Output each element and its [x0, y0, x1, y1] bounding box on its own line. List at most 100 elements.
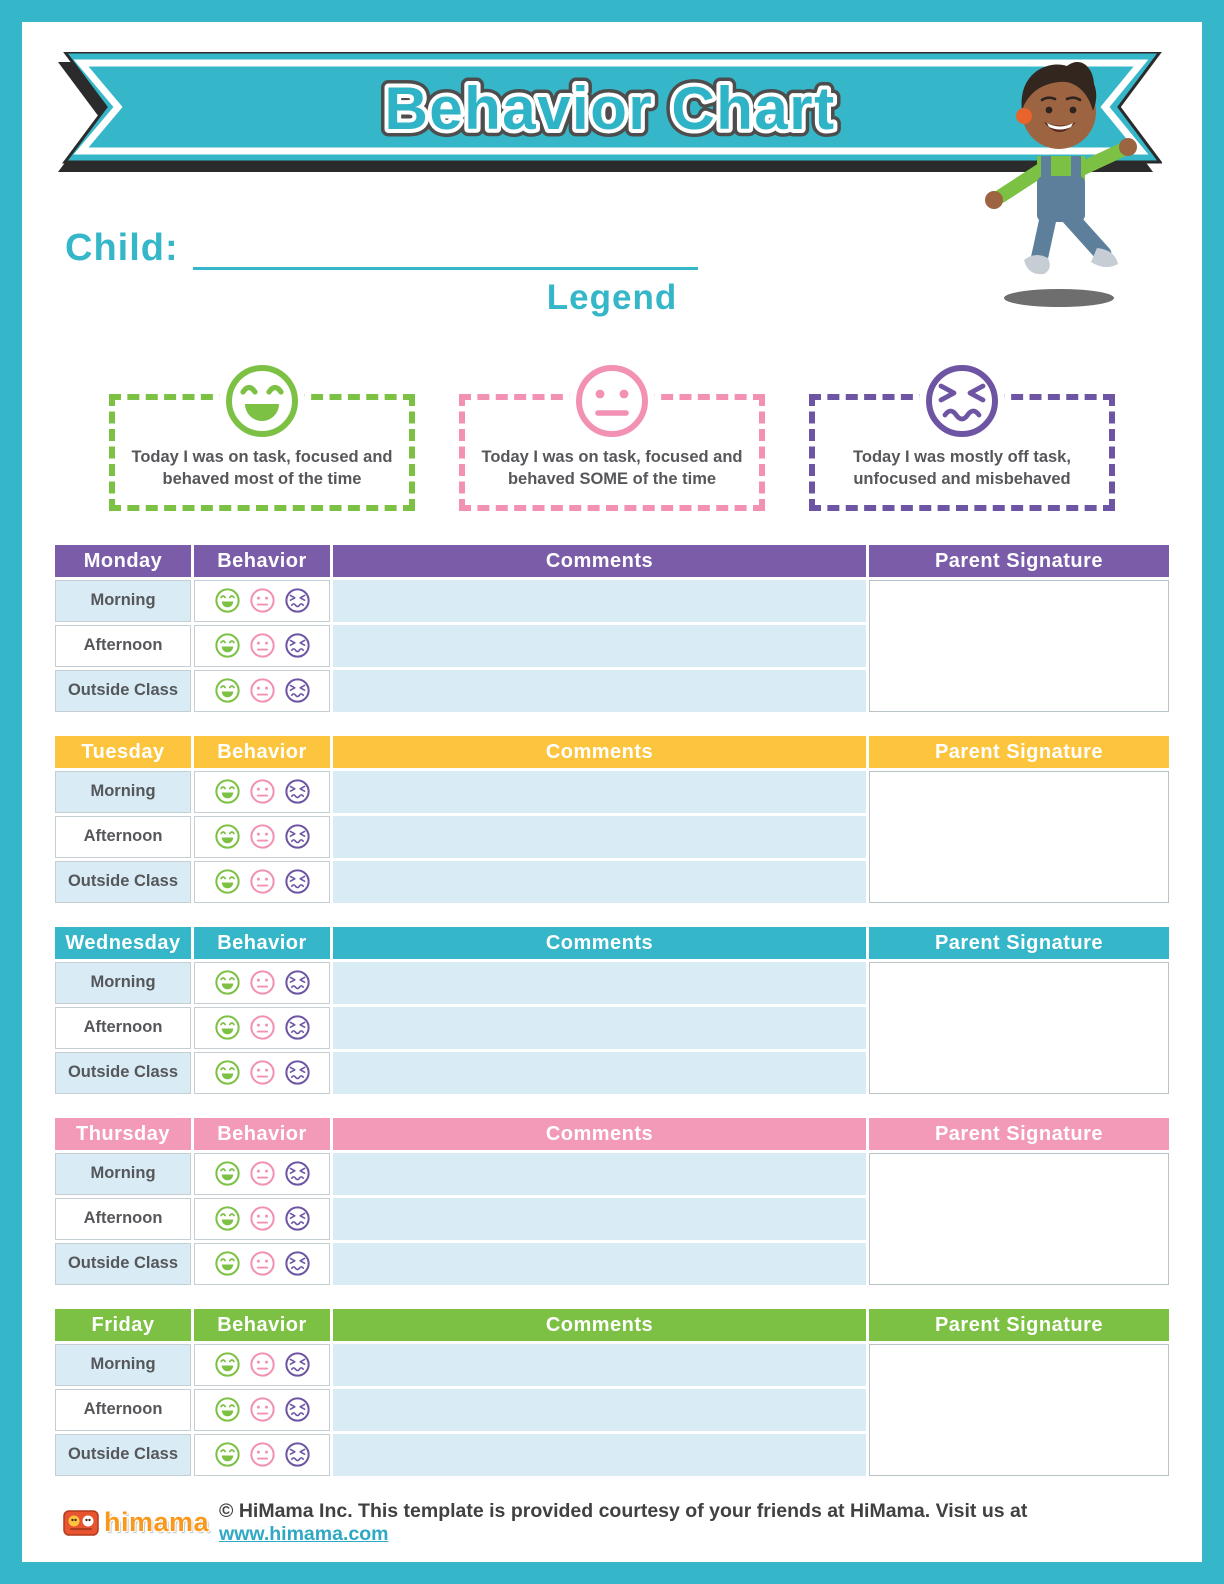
happy-face-icon[interactable] — [214, 778, 241, 805]
behavior-cell — [194, 1152, 330, 1195]
comments-cell[interactable] — [333, 1006, 866, 1049]
neutral-face-icon[interactable] — [249, 587, 276, 614]
comments-cell[interactable] — [333, 624, 866, 667]
neutral-face-icon[interactable] — [249, 823, 276, 850]
happy-face-icon[interactable] — [214, 1205, 241, 1232]
neutral-face-icon[interactable] — [249, 1441, 276, 1468]
upset-face-icon[interactable] — [284, 1160, 311, 1187]
happy-face-icon[interactable] — [214, 632, 241, 659]
comments-cell[interactable] — [333, 815, 866, 858]
behavior-column-header: Behavior — [194, 544, 330, 577]
row-label: Outside Class — [55, 1051, 191, 1094]
happy-face-icon[interactable] — [214, 587, 241, 614]
upset-face-icon[interactable] — [284, 632, 311, 659]
himama-logo-icon — [63, 1509, 99, 1536]
comments-cell[interactable] — [333, 961, 866, 1004]
comments-column-header: Comments — [333, 1308, 866, 1341]
behavior-cell — [194, 1197, 330, 1240]
neutral-face-icon[interactable] — [249, 1250, 276, 1277]
upset-face-icon[interactable] — [284, 1396, 311, 1423]
day-name-header: Friday — [55, 1308, 191, 1341]
upset-face-icon[interactable] — [284, 1205, 311, 1232]
comments-cell[interactable] — [333, 1388, 866, 1431]
parent-signature-cell[interactable] — [869, 961, 1169, 1094]
behavior-cell — [194, 961, 330, 1004]
ribbon-banner: Behavior Chart Behavior Chart Behavior C… — [58, 52, 1162, 172]
upset-face-icon[interactable] — [284, 823, 311, 850]
row-label: Afternoon — [55, 1006, 191, 1049]
comments-cell[interactable] — [333, 860, 866, 903]
upset-face-icon[interactable] — [284, 1014, 311, 1041]
parent-signature-cell[interactable] — [869, 770, 1169, 903]
neutral-face-icon[interactable] — [249, 1160, 276, 1187]
behavior-cell — [194, 624, 330, 667]
neutral-face-icon[interactable] — [249, 1014, 276, 1041]
himama-logo: himama — [63, 1507, 209, 1539]
behavior-cell — [194, 579, 330, 622]
happy-face-icon[interactable] — [214, 1351, 241, 1378]
happy-face-icon[interactable] — [214, 677, 241, 704]
row-label: Morning — [55, 961, 191, 1004]
upset-face-icon[interactable] — [284, 868, 311, 895]
child-name-line[interactable] — [192, 236, 698, 270]
neutral-face-icon[interactable] — [249, 1205, 276, 1232]
footer-text: © HiMama Inc. This template is provided … — [219, 1500, 1169, 1546]
neutral-face-icon[interactable] — [249, 778, 276, 805]
comments-cell[interactable] — [333, 1343, 866, 1386]
upset-face-icon[interactable] — [284, 587, 311, 614]
comments-cell[interactable] — [333, 579, 866, 622]
comments-cell[interactable] — [333, 669, 866, 712]
happy-face-icon[interactable] — [214, 1250, 241, 1277]
footer: himama © HiMama Inc. This template is pr… — [63, 1500, 1169, 1546]
comments-column-header: Comments — [333, 1117, 866, 1150]
neutral-face-icon[interactable] — [249, 632, 276, 659]
upset-face-icon[interactable] — [284, 778, 311, 805]
upset-face-icon — [919, 358, 1005, 444]
behavior-cell — [194, 1388, 330, 1431]
neutral-face-icon[interactable] — [249, 969, 276, 996]
happy-face-icon[interactable] — [214, 823, 241, 850]
signature-column-header: Parent Signature — [869, 926, 1169, 959]
comments-cell[interactable] — [333, 1433, 866, 1476]
row-label: Afternoon — [55, 624, 191, 667]
happy-face-icon[interactable] — [214, 1059, 241, 1086]
neutral-face-icon[interactable] — [249, 1351, 276, 1378]
parent-signature-cell[interactable] — [869, 579, 1169, 712]
page-title: Behavior Chart — [384, 75, 835, 142]
happy-face-icon[interactable] — [214, 969, 241, 996]
happy-face-icon[interactable] — [214, 868, 241, 895]
page-title-halo: Behavior Chart — [384, 75, 835, 142]
happy-face-icon[interactable] — [214, 1160, 241, 1187]
comments-cell[interactable] — [333, 1152, 866, 1195]
upset-face-icon[interactable] — [284, 1441, 311, 1468]
comments-cell[interactable] — [333, 1242, 866, 1285]
comments-cell[interactable] — [333, 770, 866, 813]
himama-link[interactable]: www.himama.com — [219, 1522, 389, 1545]
behavior-cell — [194, 1242, 330, 1285]
happy-face-icon[interactable] — [214, 1441, 241, 1468]
parent-signature-cell[interactable] — [869, 1343, 1169, 1476]
upset-face-icon[interactable] — [284, 969, 311, 996]
page-title-outline: Behavior Chart — [384, 75, 835, 142]
behavior-cell — [194, 1051, 330, 1094]
comments-cell[interactable] — [333, 1051, 866, 1094]
happy-face-icon[interactable] — [214, 1014, 241, 1041]
behavior-cell — [194, 1343, 330, 1386]
upset-face-icon[interactable] — [284, 1250, 311, 1277]
neutral-face-icon — [569, 358, 655, 444]
child-label: Child: — [65, 227, 179, 269]
upset-face-icon[interactable] — [284, 1059, 311, 1086]
happy-face-icon[interactable] — [214, 1396, 241, 1423]
row-label: Outside Class — [55, 1433, 191, 1476]
upset-face-icon[interactable] — [284, 677, 311, 704]
neutral-face-icon[interactable] — [249, 868, 276, 895]
neutral-face-icon[interactable] — [249, 677, 276, 704]
neutral-face-icon[interactable] — [249, 1396, 276, 1423]
parent-signature-cell[interactable] — [869, 1152, 1169, 1285]
comments-cell[interactable] — [333, 1197, 866, 1240]
signature-column-header: Parent Signature — [869, 544, 1169, 577]
neutral-face-icon[interactable] — [249, 1059, 276, 1086]
upset-face-icon[interactable] — [284, 1351, 311, 1378]
